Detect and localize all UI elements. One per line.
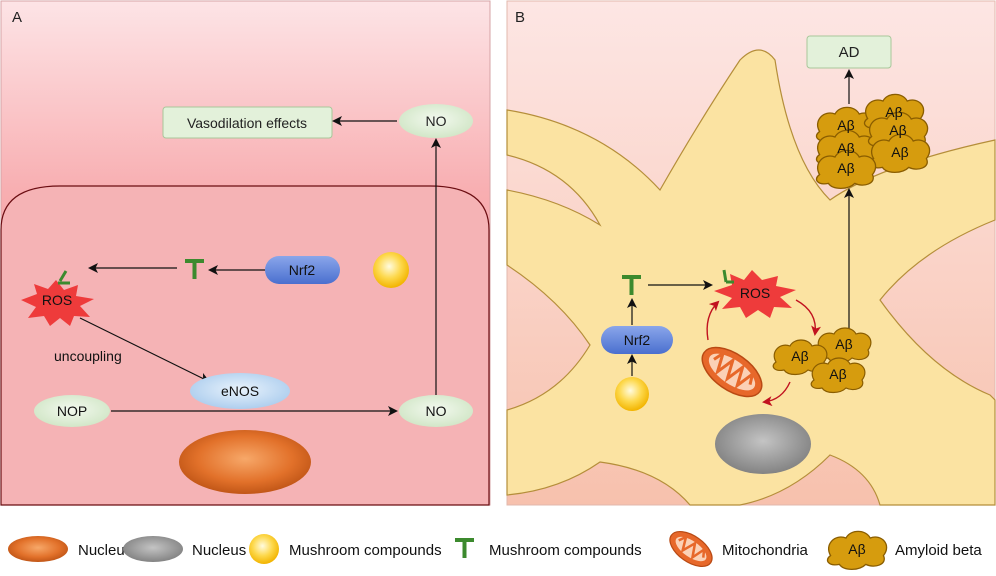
uncoupling-label: uncoupling xyxy=(54,348,122,364)
abeta-label: Aβ xyxy=(837,140,854,156)
legend-label: Mushroom compounds xyxy=(489,542,642,559)
nrf2-label-a: Nrf2 xyxy=(289,262,316,278)
legend-label: Nucleus xyxy=(192,542,246,559)
abeta-label: Aβ xyxy=(891,144,908,160)
mushroom-compound-sphere-a xyxy=(373,252,409,288)
inhibitor-t-icon-a xyxy=(185,259,204,279)
legend-item-gray-nucleus: Nucleus xyxy=(123,536,246,562)
nrf2-label-b: Nrf2 xyxy=(624,332,651,348)
mitochondrion-icon xyxy=(701,346,763,398)
no-bottom-oval: NO xyxy=(399,395,473,427)
no-bottom-label: NO xyxy=(426,403,447,419)
green-t-inhibitor-icon xyxy=(455,538,474,558)
endothelial-cell xyxy=(0,185,490,506)
legend-item-amyloid: Aβ Amyloid beta xyxy=(826,530,982,571)
orange-nucleus-icon xyxy=(8,536,68,562)
abeta-label: Aβ xyxy=(889,122,906,138)
nop-oval: NOP xyxy=(34,395,110,427)
no-top-oval: NO xyxy=(399,104,473,138)
nop-label: NOP xyxy=(57,403,87,419)
amyloid-icon-badge: Aβ xyxy=(848,541,865,557)
mushroom-compound-sphere-b xyxy=(615,377,649,411)
legend-label: Mushroom compounds xyxy=(289,542,442,559)
abeta-label: Aβ xyxy=(885,104,902,120)
legend-item-orange-nucleus: Nucleus xyxy=(8,536,132,562)
abeta-label: Aβ xyxy=(791,348,808,364)
ros-label-a: ROS xyxy=(42,292,72,308)
ad-box: AD xyxy=(806,35,892,69)
panel-b: B AD Aβ Aβ Aβ Aβ Aβ Aβ xyxy=(506,0,996,506)
legend-item-mushroom-sphere: Mushroom compounds xyxy=(249,534,442,564)
no-top-label: NO xyxy=(426,113,447,129)
abeta-label: Aβ xyxy=(829,366,846,382)
vasodilation-label: Vasodilation effects xyxy=(187,115,307,131)
legend: Nucleus Nucleus Mushroom compounds Mushr… xyxy=(8,530,982,571)
enos-label: eNOS xyxy=(221,383,259,399)
ros-burst-b: ROS xyxy=(714,270,796,318)
panel-a: A Vasodilation effects NO Nrf2 xyxy=(0,0,491,506)
yellow-sphere-icon xyxy=(249,534,279,564)
panel-b-letter: B xyxy=(515,9,525,26)
ros-burst-a: ROS xyxy=(21,280,94,326)
legend-label: Nucleus xyxy=(78,542,132,559)
gray-nucleus xyxy=(715,414,811,474)
amyloid-plaque-cluster: Aβ Aβ Aβ Aβ Aβ Aβ xyxy=(815,93,931,190)
abeta-label: Aβ xyxy=(837,160,854,176)
mito-to-ros-arrow xyxy=(706,300,720,341)
mitochondrion-legend-icon xyxy=(669,530,713,568)
legend-item-mushroom-inhibitor: Mushroom compounds xyxy=(455,538,642,559)
abeta-to-mito-arrow xyxy=(762,381,791,407)
ros-to-enos-arrow xyxy=(79,317,210,382)
inhibitor-t-icon-b xyxy=(622,275,641,295)
amyloid-oligomer-cluster: Aβ Aβ Aβ xyxy=(772,327,872,394)
panel-a-letter: A xyxy=(12,9,22,26)
nrf2-pill-a: Nrf2 xyxy=(265,256,340,284)
nrf2-pill-b: Nrf2 xyxy=(601,326,673,354)
ros-label-b: ROS xyxy=(740,285,770,301)
inhibition-mark-a xyxy=(58,270,68,282)
abeta-label: Aβ xyxy=(837,117,854,133)
enos-oval: eNOS xyxy=(190,373,290,409)
gray-nucleus-icon xyxy=(123,536,183,562)
orange-nucleus xyxy=(179,430,311,494)
legend-item-mitochondria: Mitochondria xyxy=(669,530,809,568)
legend-label: Amyloid beta xyxy=(895,542,982,559)
abeta-label: Aβ xyxy=(835,336,852,352)
ros-to-abeta-arrow xyxy=(795,299,822,336)
ad-label: AD xyxy=(839,44,860,61)
legend-label: Mitochondria xyxy=(722,542,809,559)
vasodilation-box: Vasodilation effects xyxy=(162,106,333,139)
